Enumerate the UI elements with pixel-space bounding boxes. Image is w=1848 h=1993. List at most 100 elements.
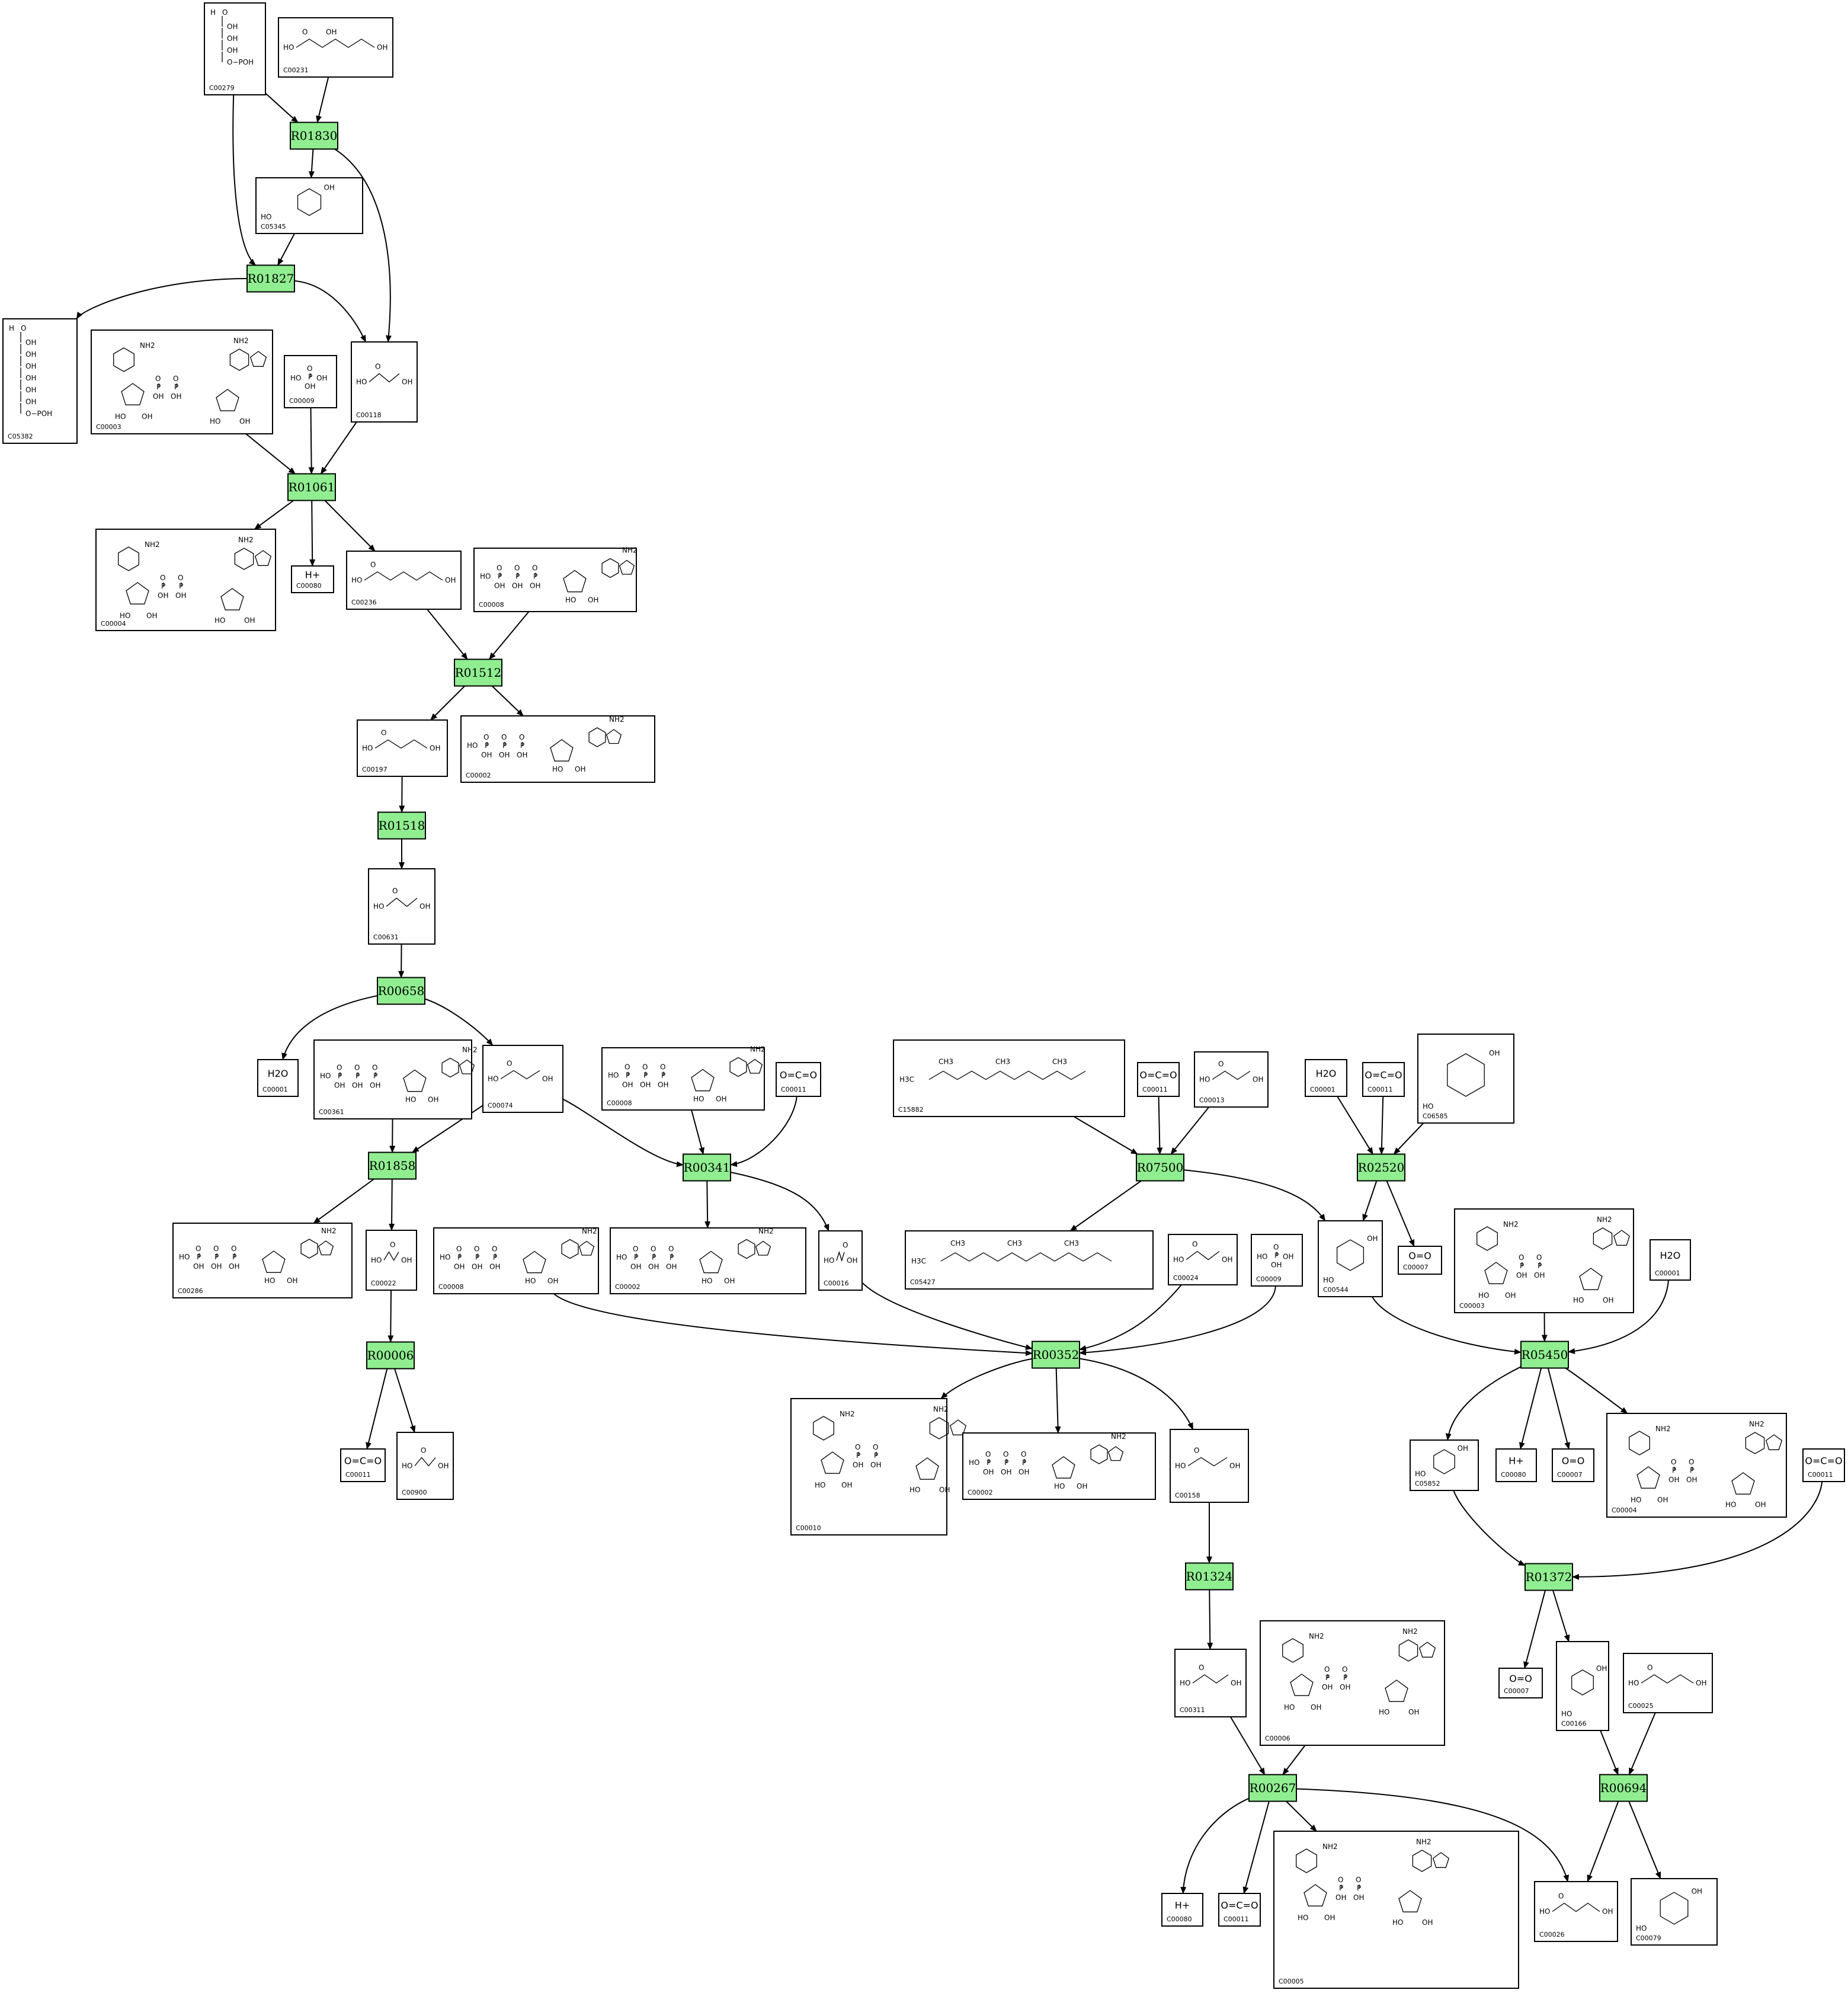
compound-box: [962, 1432, 1156, 1500]
reaction-node-r07500[interactable]: R07500: [1136, 1153, 1184, 1182]
reaction-node-r01061[interactable]: R01061: [287, 473, 336, 501]
atom-label: HO: [115, 412, 126, 421]
atom-label: NH2: [321, 1227, 337, 1235]
reaction-node-r01512[interactable]: R01512: [454, 658, 502, 687]
edge-r01324-to-c00311: [1207, 1589, 1213, 1650]
reaction-node-r02520[interactable]: R02520: [1357, 1153, 1405, 1182]
compound-box: [905, 1230, 1154, 1290]
reaction-node-r00341[interactable]: R00341: [683, 1153, 731, 1182]
edge-c00001-to-r05450: [1568, 1279, 1670, 1354]
reaction-id-label: R01512: [455, 666, 502, 680]
edge-r00352-to-c00158: [1079, 1358, 1194, 1430]
reaction-node-r00658[interactable]: R00658: [377, 977, 425, 1005]
reaction-node-r00006[interactable]: R00006: [366, 1341, 415, 1370]
atom-label: OH: [1422, 1918, 1433, 1927]
atom-label: HO: [373, 903, 384, 911]
atom-label: NH2: [238, 536, 254, 544]
reaction-node-r00352[interactable]: R00352: [1032, 1341, 1080, 1369]
ring-bond: [601, 558, 619, 578]
compound-box: [255, 177, 363, 234]
compound-node-c00080[interactable]: H+C00080: [1161, 1893, 1203, 1927]
compound-id-label: C00079: [1636, 1934, 1661, 1942]
compound-node-c00080[interactable]: H+C00080: [291, 565, 334, 593]
reaction-node-r01518[interactable]: R01518: [377, 811, 426, 840]
reaction-node-r01858[interactable]: R01858: [368, 1151, 417, 1180]
reaction-node-r00267[interactable]: R00267: [1248, 1774, 1297, 1802]
atom-label: O: [392, 887, 398, 895]
compound-node-c00080[interactable]: H+C00080: [1495, 1448, 1537, 1482]
atom-label: HO: [1628, 1679, 1639, 1687]
reaction-node-r01372[interactable]: R01372: [1524, 1563, 1573, 1591]
compound-id-label: C00080: [296, 582, 322, 590]
reaction-node-r01830[interactable]: R01830: [290, 121, 338, 150]
atom-label: O: [213, 1245, 219, 1253]
reaction-node-r05450[interactable]: R05450: [1520, 1341, 1569, 1369]
compound-id-label: C00025: [1628, 1702, 1654, 1710]
compound-id-label: C00016: [824, 1279, 849, 1287]
compound-id-label: C00166: [1561, 1720, 1587, 1728]
chain-bond: [369, 373, 400, 383]
reaction-node-r01827[interactable]: R01827: [246, 264, 295, 293]
reaction-node-r00694[interactable]: R00694: [1599, 1774, 1648, 1802]
ring-bond: [229, 348, 249, 371]
atom-label: OH: [542, 1075, 553, 1083]
reaction-box: [1524, 1563, 1573, 1591]
reaction-node-r01324[interactable]: R01324: [1185, 1562, 1234, 1591]
